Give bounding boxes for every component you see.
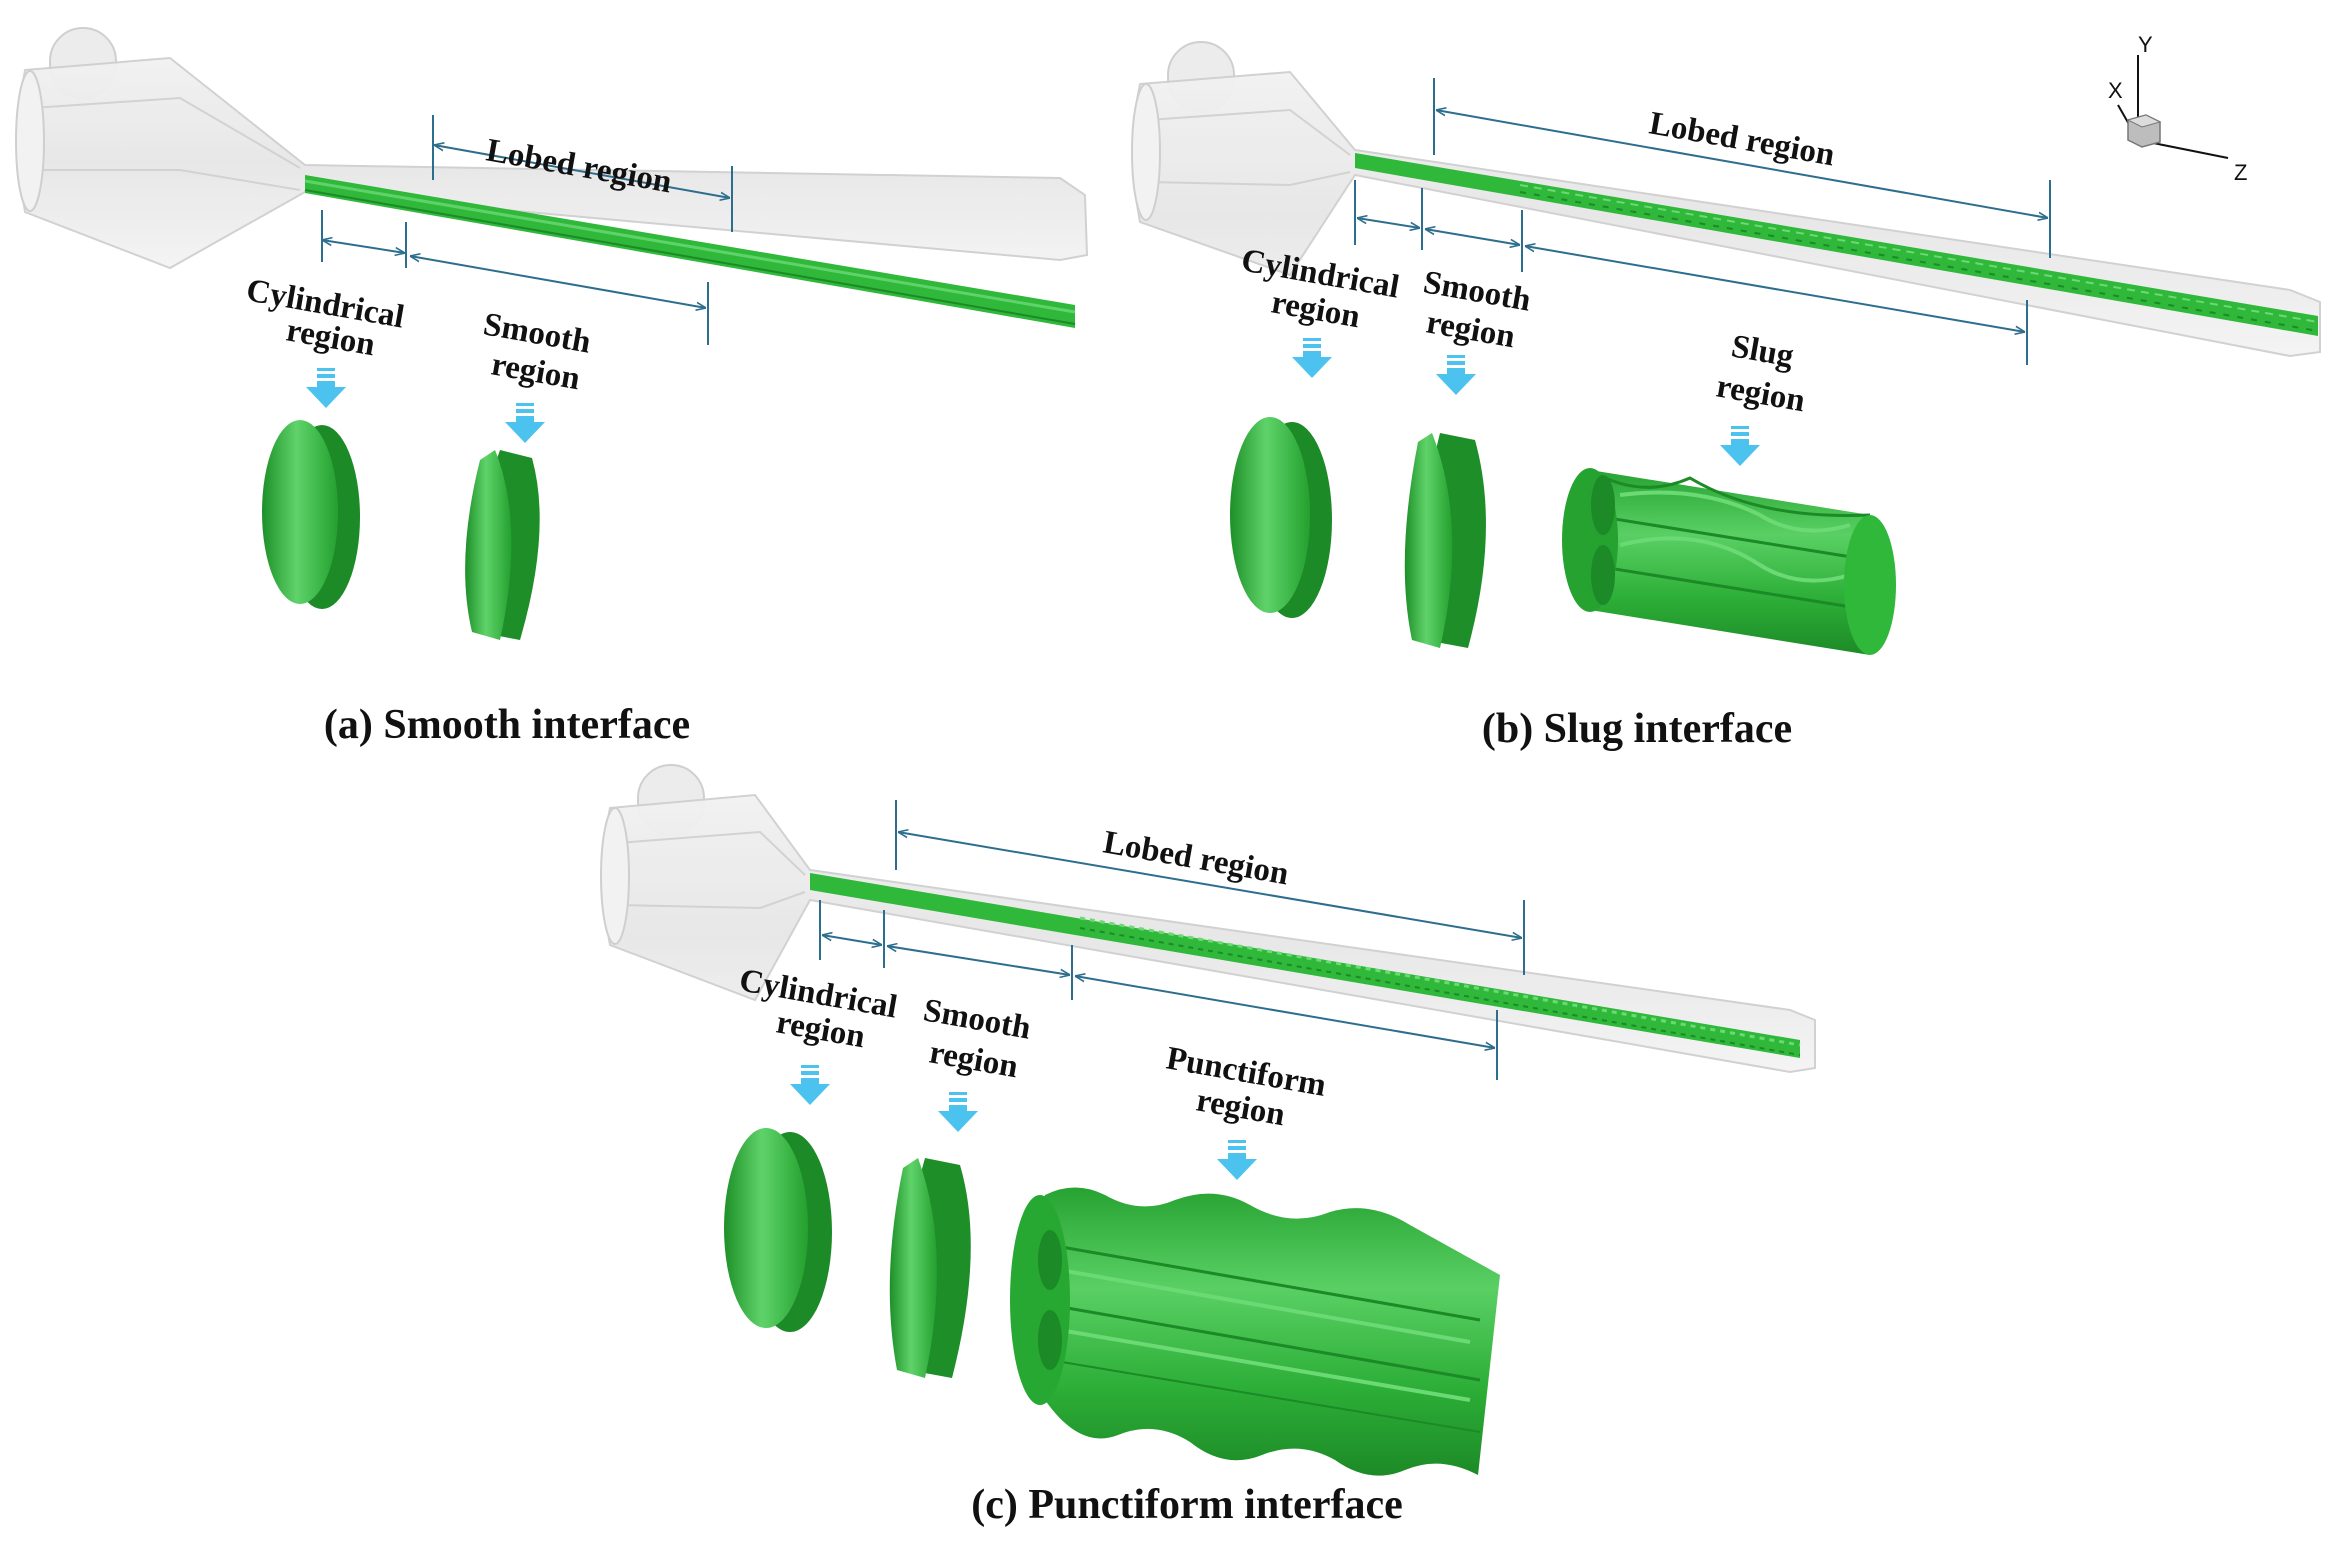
cyl-dim-line-a: [322, 240, 405, 253]
axis-y-label: Y: [2138, 32, 2153, 57]
arrow-punctiform-c: [1217, 1140, 1257, 1180]
nozzle-a: [15, 27, 1089, 270]
panel-b: Lobed region Cylindrical region Smooth r…: [1131, 32, 2321, 752]
lobed-dim-line-a: [434, 145, 730, 198]
cyl-dim-line-c: [822, 935, 882, 945]
arrow-smooth-b: [1436, 355, 1476, 395]
arrow-cyl-b: [1292, 338, 1332, 378]
punctiform-dim-line-c: [1075, 976, 1495, 1048]
caption-b: (b) Slug interface: [1482, 706, 1792, 752]
slug-segment-b: [1562, 468, 1896, 655]
arrow-slug-b: [1720, 426, 1760, 466]
arrow-smooth-a: [505, 403, 545, 443]
slug-label-line2-b: region: [1714, 368, 1808, 419]
smooth-dim-line-b: [1425, 229, 1520, 245]
arrow-smooth-c: [938, 1092, 978, 1132]
smooth-dim-line-c: [887, 946, 1070, 975]
caption-a: (a) Smooth interface: [324, 702, 690, 748]
panel-a: Lobed region Cylindrical region Smooth r…: [15, 27, 1089, 748]
slug-dim-line-b: [1525, 246, 2025, 332]
arrow-cyl-c: [790, 1065, 830, 1105]
slug-label-line1-b: Slug: [1729, 328, 1797, 374]
axis-triad: Y X Z: [2108, 32, 2247, 185]
cyl-dim-line-b: [1357, 218, 1420, 228]
lobed-dim-line-b: [1436, 110, 2048, 218]
cylindrical-slice-c: [724, 1128, 832, 1332]
axis-z-label: Z: [2234, 160, 2247, 185]
panel-c: Lobed region Cylindrical region Smooth r…: [600, 764, 1816, 1528]
cylindrical-slice-a: [262, 420, 360, 609]
lobed-dim-line-c: [898, 832, 1522, 938]
caption-c: (c) Punctiform interface: [971, 1482, 1402, 1528]
smooth-slice-b: [1404, 433, 1486, 648]
arrow-cyl-a: [306, 368, 346, 408]
punctiform-segment-c: [1010, 1187, 1500, 1476]
smooth-dim-line-a: [410, 256, 706, 308]
axis-x-label: X: [2108, 78, 2123, 103]
cylindrical-slice-b: [1230, 417, 1332, 618]
smooth-slice-c: [889, 1158, 971, 1378]
smooth-slice-a: [465, 450, 540, 640]
